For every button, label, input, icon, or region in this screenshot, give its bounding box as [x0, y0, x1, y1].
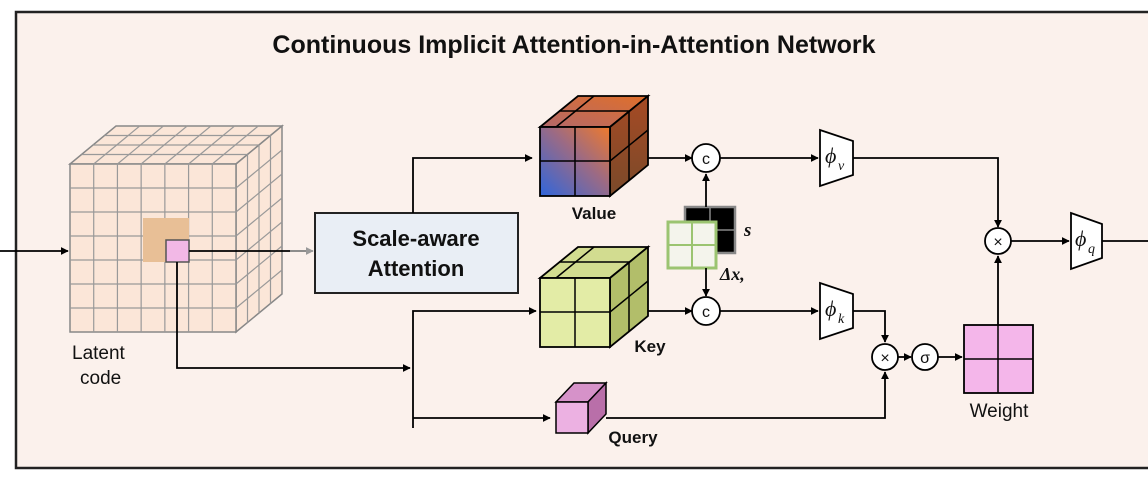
- latent-code-cube: [67, 124, 285, 334]
- latent-label: Latent: [72, 343, 126, 364]
- query-cube: [554, 381, 608, 435]
- sigmoid-symbol: σ: [920, 350, 930, 367]
- phi-v-symbol: ϕ: [825, 143, 836, 168]
- phi-k-mlp: [819, 281, 854, 341]
- phi-k-subscript: k: [838, 312, 845, 327]
- scale-aware-attention-box: [314, 212, 519, 294]
- latent-label: code: [80, 368, 121, 389]
- multiply-symbol: ×: [880, 350, 889, 367]
- value-concat-symbol: c: [702, 151, 710, 168]
- offset-symbol: Δx,: [719, 264, 745, 284]
- weight-grid: [963, 324, 1034, 394]
- weight-label: Weight: [970, 401, 1030, 422]
- latent-highlight-cell: [143, 240, 166, 262]
- query-label: Query: [608, 428, 658, 447]
- key-cube: [537, 245, 651, 349]
- query-to-multiply-arrow: [606, 371, 889, 419]
- phi-q-mlp: [1070, 211, 1103, 271]
- phi-k-to-multiply-arrow: [853, 310, 889, 343]
- attention-label: Attention: [368, 256, 465, 281]
- scale-symbol: s: [743, 220, 751, 241]
- branch-to-key-arrow: [412, 307, 537, 428]
- key-label: Key: [634, 337, 666, 356]
- phi-q-subscript: q: [1088, 242, 1095, 257]
- latent-highlight-cell: [166, 218, 189, 240]
- phi-k-symbol: ϕ: [825, 296, 836, 321]
- latent-to-branch-arrow: [176, 262, 411, 372]
- phi-v-subscript: v: [838, 159, 845, 174]
- phi-v-mlp: [819, 128, 854, 188]
- value-label: Value: [572, 204, 616, 223]
- phi-q-symbol: ϕ: [1075, 226, 1086, 251]
- multiply-symbol: ×: [993, 234, 1002, 251]
- attention-to-value-arrow: [412, 154, 533, 213]
- latent-highlight-cell: [143, 218, 166, 240]
- latent-center-cell: [165, 239, 190, 263]
- diagram-title: Continuous Implicit Attention-in-Attenti…: [272, 31, 875, 59]
- offset-grid: [666, 220, 718, 270]
- attention-label: Scale-aware: [352, 226, 479, 251]
- value-cube: [537, 94, 651, 198]
- key-concat-symbol: c: [702, 304, 710, 321]
- phi-v-to-multiply-arrow: [853, 157, 1002, 228]
